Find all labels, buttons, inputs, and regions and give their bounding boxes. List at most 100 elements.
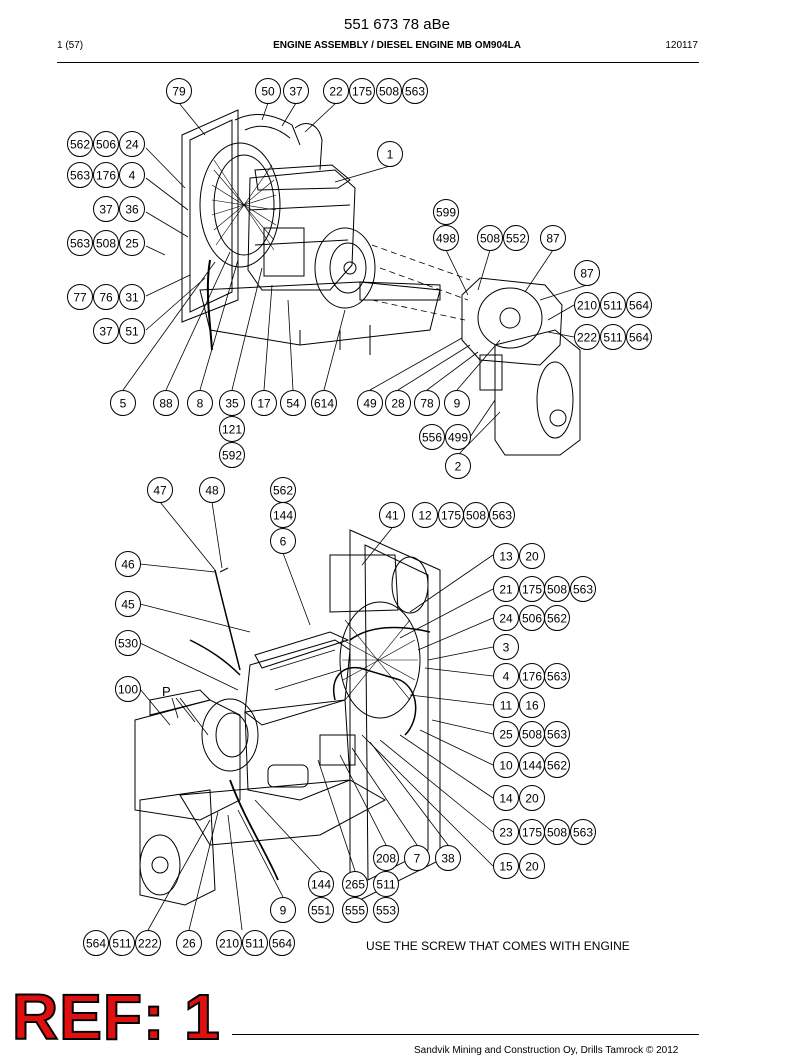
callout-bubble: 8 <box>187 390 213 416</box>
callout-label: 614 <box>314 397 334 411</box>
callout-circle <box>626 292 652 318</box>
callout-bubble: 564 <box>626 324 652 350</box>
callout-circle <box>251 390 277 416</box>
callout-label: 511 <box>603 331 622 345</box>
callout-bubble: 25 <box>493 721 519 747</box>
callout-circle <box>544 576 570 602</box>
callout-label: 36 <box>125 203 139 217</box>
callout-bubble: 563 <box>544 663 570 689</box>
callout-bubble: 564 <box>269 930 295 956</box>
callout-bubble: 508 <box>463 502 489 528</box>
callout-bubble: 592 <box>219 442 245 468</box>
callout-bubble: 508 <box>544 819 570 845</box>
callout-bubble: 222 <box>135 930 161 956</box>
callout-bubble: 175 <box>519 576 545 602</box>
callout-label: 50 <box>261 85 275 99</box>
callout-bubble: 49 <box>357 390 383 416</box>
callout-label: 563 <box>573 583 593 597</box>
callout-label: 24 <box>499 612 513 626</box>
callout-label: 563 <box>547 728 567 742</box>
callout-bubble: 176 <box>93 162 119 188</box>
callout-bubble: 562 <box>544 752 570 778</box>
copyright-footer: Sandvik Mining and Construction Oy, Dril… <box>414 1045 679 1056</box>
callout-circle <box>433 199 459 225</box>
callout-label: 121 <box>222 423 242 437</box>
callout-label: 176 <box>96 169 116 183</box>
callout-bubble: 530 <box>115 630 141 656</box>
callout-bubble: 499 <box>445 424 471 450</box>
callout-circle <box>445 453 471 479</box>
callout-bubble: 222 <box>574 324 600 350</box>
callout-circle <box>119 162 145 188</box>
callout-label: 10 <box>499 759 513 773</box>
callout-label: 20 <box>525 792 539 806</box>
callout-label: 20 <box>525 550 539 564</box>
callout-circle <box>93 318 119 344</box>
callout-p-label: P <box>162 684 171 699</box>
callout-bubble: 506 <box>519 605 545 631</box>
callout-circle <box>574 260 600 286</box>
callout-label: 552 <box>506 232 526 246</box>
callout-label: 564 <box>629 299 649 313</box>
callout-label: 25 <box>125 237 139 251</box>
callout-bubble: 20 <box>519 785 545 811</box>
callout-circle <box>93 196 119 222</box>
callout-label: 563 <box>405 85 425 99</box>
callout-circle <box>493 853 519 879</box>
callout-label: 556 <box>422 431 442 445</box>
callout-circle <box>93 284 119 310</box>
callout-circle <box>373 871 399 897</box>
callout-bubble: 54 <box>280 390 306 416</box>
callout-bubble: 37 <box>93 196 119 222</box>
callout-label: 564 <box>629 331 649 345</box>
callout-label: 25 <box>499 728 513 742</box>
callout-label: 551 <box>311 904 331 918</box>
callout-bubble: 78 <box>414 390 440 416</box>
callout-circle <box>93 162 119 188</box>
callout-bubble: 208 <box>373 845 399 871</box>
callout-bubble: 47 <box>147 477 173 503</box>
callout-circle <box>519 692 545 718</box>
callout-bubble: 45 <box>115 591 141 617</box>
callout-label: 564 <box>86 937 106 951</box>
callout-label: 15 <box>499 860 513 874</box>
callout-label: 563 <box>70 237 90 251</box>
callout-circle <box>493 692 519 718</box>
callout-bubble: 9 <box>444 390 470 416</box>
callout-circle <box>109 930 135 956</box>
callout-circle <box>219 442 245 468</box>
callout-circle <box>540 225 566 251</box>
callout-bubble: 564 <box>83 930 109 956</box>
callout-bubble: 562 <box>270 477 296 503</box>
callout-label: 45 <box>121 598 135 612</box>
callout-circle <box>419 424 445 450</box>
callout-label: 8 <box>197 397 204 411</box>
callout-bubble: 553 <box>373 897 399 923</box>
upper-engine-illustration <box>181 109 581 456</box>
callout-bubble: 144 <box>519 752 545 778</box>
callout-label: 144 <box>273 509 293 523</box>
callout-label: 4 <box>129 169 136 183</box>
callout-label: 144 <box>311 878 331 892</box>
callout-label: 3 <box>503 641 510 655</box>
callout-circle <box>493 543 519 569</box>
callout-circle <box>373 845 399 871</box>
callout-bubble: 511 <box>600 324 626 350</box>
callout-bubble: 38 <box>435 845 461 871</box>
callout-bubble: 176 <box>519 663 545 689</box>
callout-circle <box>119 284 145 310</box>
callout-bubble: 508 <box>519 721 545 747</box>
callout-circle <box>270 897 296 923</box>
callout-bubble: 563 <box>544 721 570 747</box>
callout-label: 508 <box>466 509 486 523</box>
callout-label: 144 <box>522 759 542 773</box>
callout-label: 508 <box>547 826 567 840</box>
callout-label: 555 <box>345 904 365 918</box>
callout-label: 23 <box>499 826 513 840</box>
callout-bubble: 11 <box>493 692 519 718</box>
callout-bubble: 563 <box>402 78 428 104</box>
callout-bubble: 37 <box>93 318 119 344</box>
callout-circle <box>433 225 459 251</box>
callout-bubble: 508 <box>93 230 119 256</box>
callout-circle <box>373 897 399 923</box>
